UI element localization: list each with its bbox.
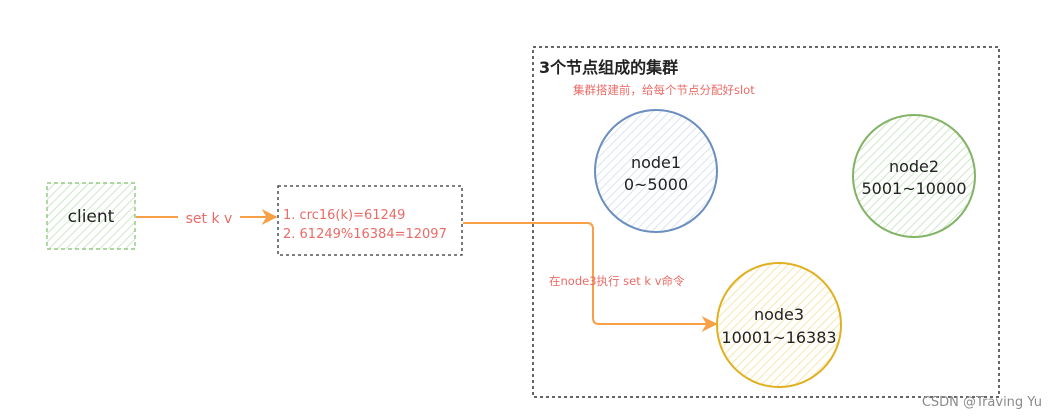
node2-name: node2 bbox=[889, 157, 939, 176]
exec-label: 在node3执行 set k v命令 bbox=[549, 274, 685, 288]
node3[interactable] bbox=[716, 262, 842, 388]
arrow-calc-to-node3 bbox=[463, 222, 718, 332]
node2[interactable] bbox=[852, 114, 976, 238]
client-label: client bbox=[68, 207, 115, 227]
node3-name: node3 bbox=[754, 305, 804, 324]
cluster-title: 3个节点组成的集群 bbox=[539, 58, 678, 77]
cluster-note: 集群搭建前，给每个节点分配好slot bbox=[573, 83, 755, 97]
watermark: CSDN @Traving Yu bbox=[921, 395, 1042, 410]
client-node[interactable] bbox=[46, 182, 136, 250]
node1-name: node1 bbox=[631, 153, 681, 172]
slot-calc-box bbox=[277, 185, 463, 256]
node2-range: 5001~10000 bbox=[861, 179, 966, 198]
calc-line-1: 1. crc16(k)=61249 bbox=[283, 208, 405, 223]
node1[interactable] bbox=[594, 109, 718, 233]
node3-range: 10001~16383 bbox=[721, 328, 836, 347]
node1-range: 0~5000 bbox=[624, 175, 688, 194]
calc-line-2: 2. 61249%16384=12097 bbox=[283, 227, 447, 242]
edge-set-label: set k v bbox=[186, 211, 233, 227]
